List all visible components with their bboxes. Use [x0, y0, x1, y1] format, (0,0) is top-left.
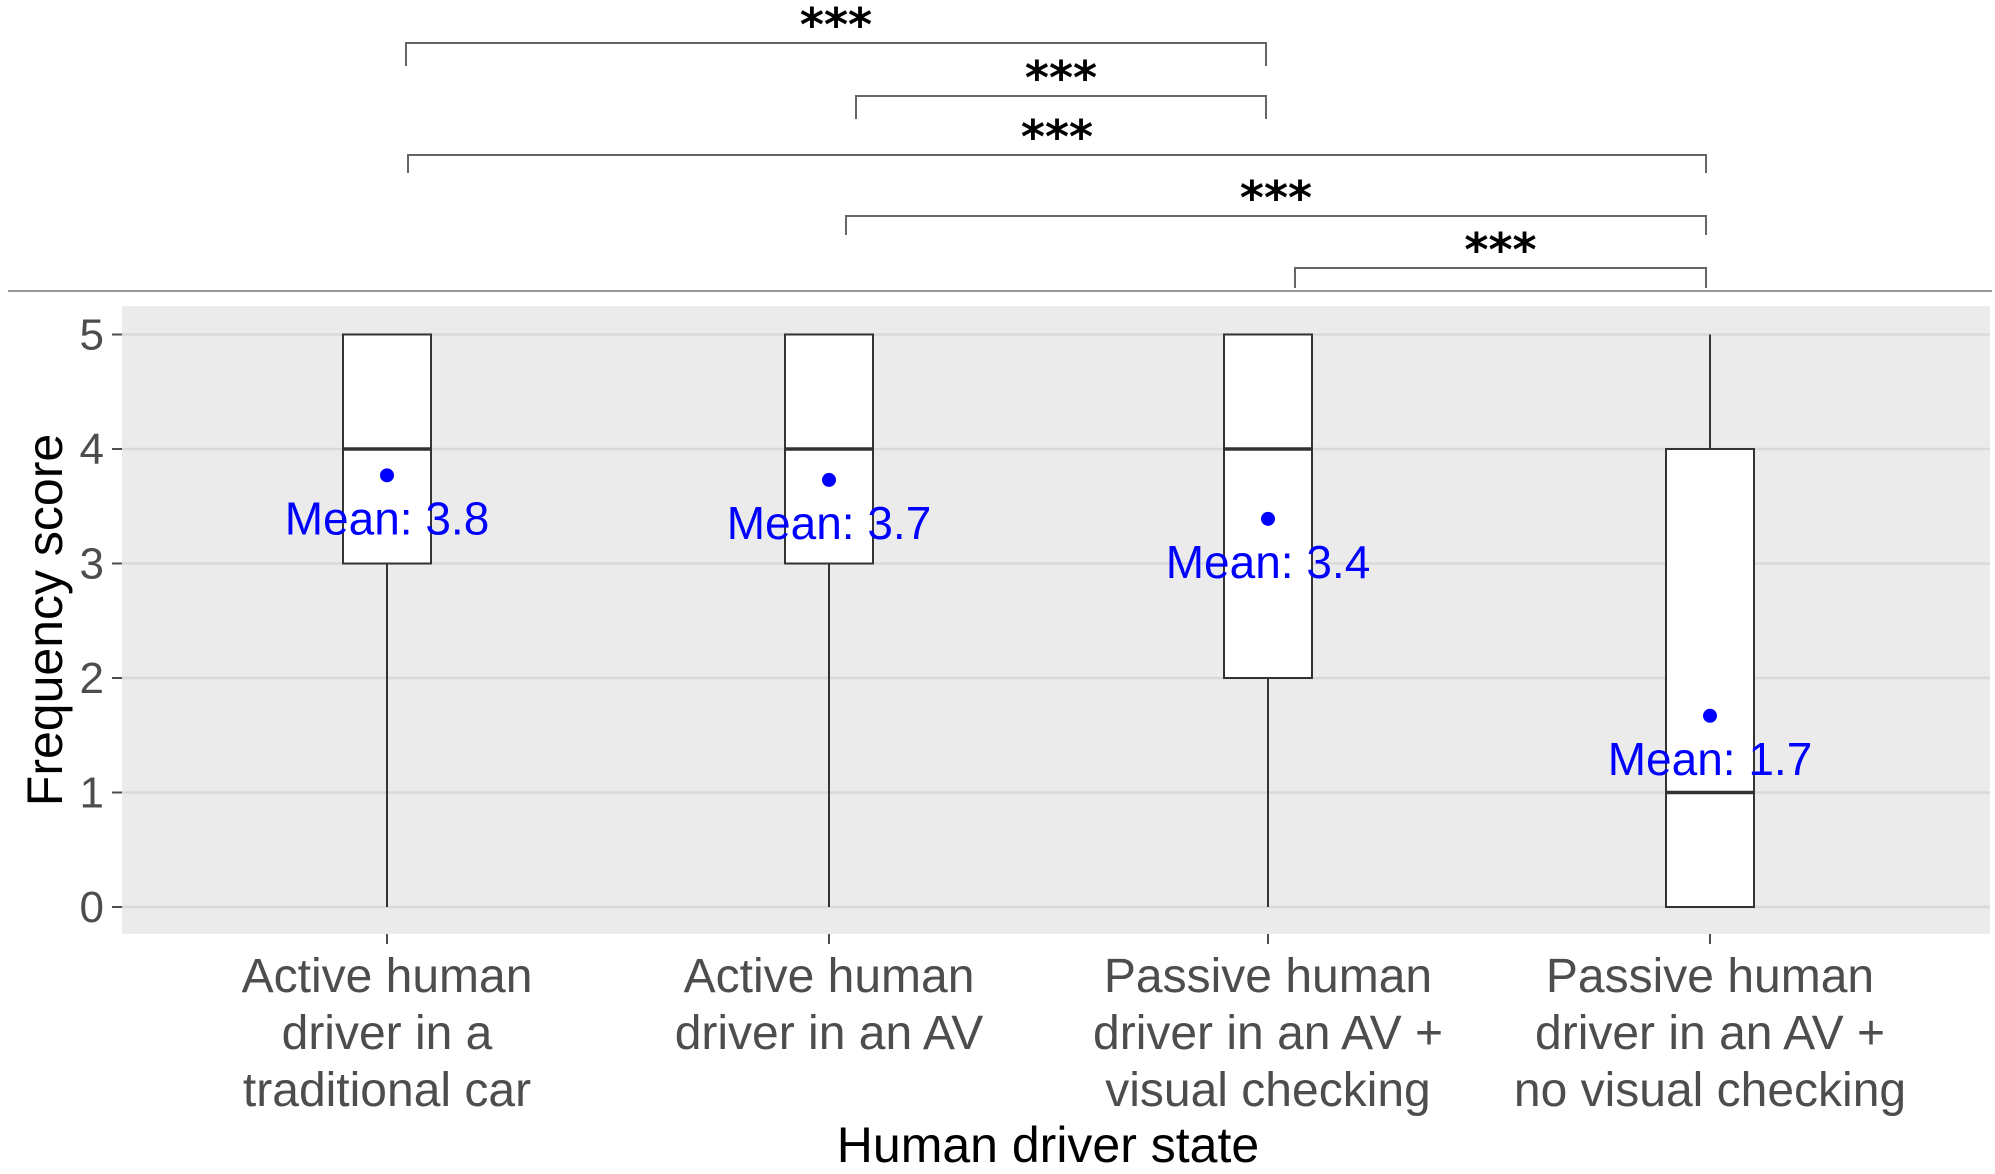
significance-brackets: ***************	[405, 0, 1707, 288]
y-axis-title: Frequency score	[17, 434, 73, 806]
significance-bracket: ***	[855, 51, 1267, 119]
box-group: Mean: 1.7	[1608, 334, 1813, 908]
y-tick-label: 1	[80, 769, 104, 818]
y-tick-label: 3	[80, 540, 104, 589]
box-group: Mean: 3.7	[727, 333, 932, 907]
significance-bracket: ***	[407, 110, 1707, 173]
y-tick-label: 2	[80, 654, 104, 703]
mean-label: Mean: 3.4	[1166, 536, 1371, 588]
mean-point	[1703, 708, 1717, 723]
significance-label: ***	[1021, 110, 1093, 164]
mean-point	[1261, 511, 1275, 526]
box-group: Mean: 3.8	[285, 333, 490, 907]
mean-label: Mean: 1.7	[1608, 733, 1813, 785]
significance-bracket: ***	[845, 171, 1707, 235]
mean-label: Mean: 3.8	[285, 492, 490, 544]
y-tick-label: 0	[80, 883, 104, 932]
significance-label: ***	[1240, 171, 1312, 225]
box-group: Mean: 3.4	[1166, 333, 1371, 907]
grid-lines	[122, 333, 1990, 909]
significance-bracket: ***	[405, 0, 1267, 66]
significance-label: ***	[1464, 223, 1536, 277]
significance-label: ***	[1025, 51, 1097, 105]
iqr-box	[1223, 333, 1313, 679]
bracket-line	[407, 154, 1707, 173]
bracket-line	[1294, 267, 1707, 288]
y-tick-label: 5	[80, 311, 104, 360]
bracket-line	[845, 215, 1707, 235]
bracket-line	[855, 95, 1267, 119]
y-tick-label: 4	[80, 425, 104, 474]
x-axis-title: Human driver state	[837, 1117, 1259, 1173]
mean-point	[380, 468, 394, 483]
significance-label: ***	[800, 0, 872, 52]
mean-label: Mean: 3.7	[727, 497, 932, 549]
bracket-line	[405, 42, 1267, 66]
significance-bracket: ***	[1294, 223, 1707, 288]
y-axis-ticks: 0 1 2 3 4 5	[80, 311, 122, 932]
mean-point	[822, 472, 836, 487]
iqr-box	[1665, 448, 1755, 908]
